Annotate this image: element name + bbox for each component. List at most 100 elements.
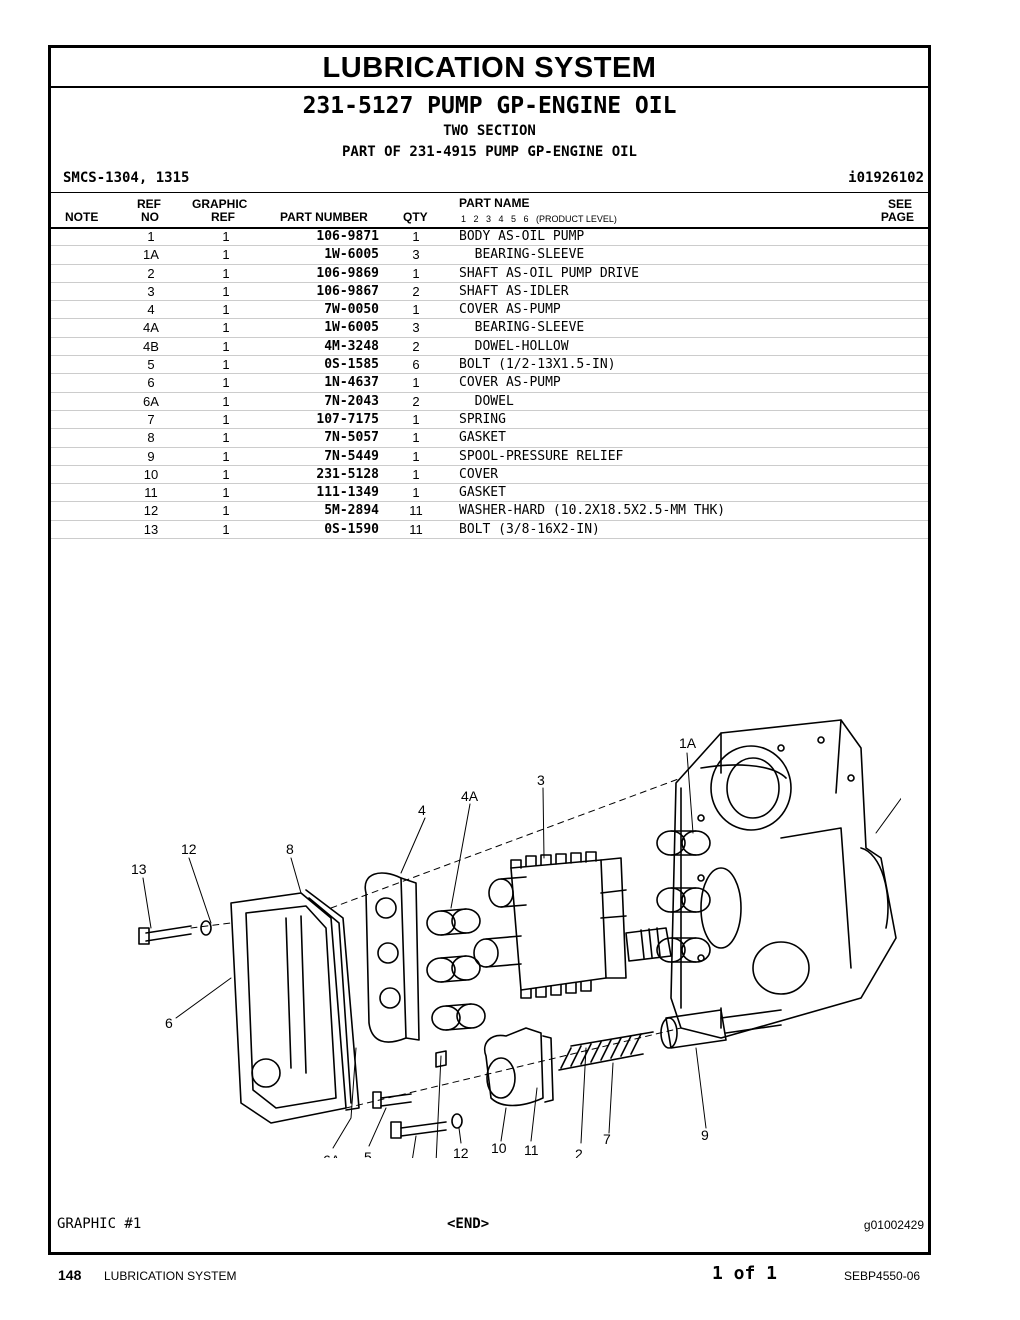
bearing-sleeves-4a (426, 908, 486, 1068)
part-number: 111-1349 (316, 485, 379, 501)
relief-valve-parts (484, 1009, 782, 1107)
graphic-ref: 1 (222, 229, 230, 244)
quantity: 1 (412, 375, 420, 391)
header-see-2: PAGE (880, 210, 914, 224)
part-number: 7N-2043 (324, 393, 379, 409)
callout-4: 4 (418, 802, 426, 818)
group-subtitle: TWO SECTION (443, 123, 536, 139)
part-number: 106-9867 (316, 283, 379, 299)
bolts-and-washers (138, 920, 463, 1139)
leader-lines (142, 752, 901, 1158)
part-number: 0S-1590 (324, 521, 379, 537)
graphic-ref: 1 (222, 411, 230, 427)
part-name: COVER (459, 466, 499, 482)
graphic-ref: 1 (222, 265, 230, 281)
ref-no: 6 (147, 375, 155, 391)
part-name: COVER AS-PUMP (459, 302, 561, 318)
ref-no: 4B (143, 338, 159, 354)
part-number: 1N-4637 (324, 375, 379, 391)
part-number: 7N-5449 (324, 448, 379, 464)
page-number: 148 (58, 1267, 82, 1283)
quantity: 1 (412, 485, 420, 501)
ref-no: 5 (147, 357, 155, 373)
smcs-code: SMCS-1304, 1315 (63, 170, 190, 186)
callout-13-top: 13 (131, 861, 147, 877)
callout-9: 9 (701, 1127, 709, 1143)
gear-shafts (473, 851, 672, 999)
ref-no: 1 (147, 229, 155, 244)
graphic-ref: 1 (222, 283, 230, 299)
header-qty: QTY (403, 210, 428, 224)
group-title: 231-5127 PUMP GP-ENGINE OIL (302, 93, 677, 119)
quantity: 2 (412, 338, 420, 354)
quantity: 11 (409, 521, 423, 537)
graphic-ref: 1 (222, 466, 230, 482)
part-name: BEARING-SLEEVE (459, 320, 585, 336)
document-id: SEBP4550-06 (844, 1269, 921, 1283)
quantity: 1 (412, 430, 420, 446)
part-name: DOWEL-HOLLOW (459, 338, 569, 354)
header-graphic-1: GRAPHIC (192, 197, 248, 211)
part-of-line: PART OF 231-4915 PUMP GP-ENGINE OIL (341, 144, 637, 160)
quantity: 1 (412, 302, 420, 318)
callout-3: 3 (537, 772, 545, 788)
callout-12-bottom: 12 (453, 1145, 469, 1158)
callout-11: 11 (524, 1142, 539, 1158)
graphic-ref: 1 (222, 503, 230, 519)
graphic-ref: 1 (222, 485, 230, 501)
graphic-ref: 1 (222, 430, 230, 446)
document-ident: i01926102 (848, 170, 924, 186)
exploded-view-illustration: 1 1A 3 4A 4 8 12 13 6 6A 5 13 4B 12 10 1… (131, 719, 901, 1158)
part-number: 1W-6005 (324, 320, 379, 336)
graphic-ref: 1 (222, 448, 230, 464)
quantity: 1 (412, 265, 420, 281)
part-name: GASKET (459, 485, 506, 501)
header-see-1: SEE (887, 197, 912, 211)
bearing-sleeves-1a (656, 830, 711, 963)
graphic-ref: 1 (222, 338, 230, 354)
header-ref-1: REF (137, 197, 161, 211)
callout-8: 8 (286, 841, 294, 857)
part-name: BOLT (3/8-16X2-IN) (459, 521, 600, 537)
part-number: 7W-0050 (324, 302, 379, 318)
header-product-levels: 1 2 3 4 5 6 (PRODUCT LEVEL) (461, 214, 617, 224)
quantity: 11 (409, 503, 423, 519)
parts-page-frame: LUBRICATION SYSTEM 231-5127 PUMP GP-ENGI… (48, 45, 931, 1255)
quantity: 3 (412, 320, 420, 336)
alignment-lines (190, 777, 682, 1109)
callout-10: 10 (491, 1140, 507, 1156)
graphic-ref: 1 (222, 521, 230, 537)
part-name: GASKET (459, 430, 506, 446)
footer-section: LUBRICATION SYSTEM (104, 1269, 237, 1283)
part-number: 107-7175 (316, 411, 379, 427)
header-ref-2: NO (141, 210, 159, 224)
cover-6-and-gasket-8 (230, 889, 360, 1124)
quantity: 1 (412, 466, 420, 482)
dowel-hollow (435, 1050, 447, 1068)
part-number: 106-9869 (316, 265, 379, 281)
callout-4a: 4A (461, 788, 479, 804)
parts-table-header: NOTE REF NO GRAPHIC REF PART NUMBER QTY … (51, 192, 928, 229)
part-number: 7N-5057 (324, 430, 379, 446)
cover-4-drawing (364, 872, 420, 1043)
part-name: BOLT (1/2-13X1.5-IN) (459, 357, 616, 373)
callout-12-top: 12 (181, 841, 197, 857)
ref-no: 4A (143, 320, 159, 336)
ref-no: 11 (144, 485, 158, 501)
graphic-ref: 1 (222, 375, 230, 391)
part-name: SHAFT AS-OIL PUMP DRIVE (459, 265, 640, 281)
